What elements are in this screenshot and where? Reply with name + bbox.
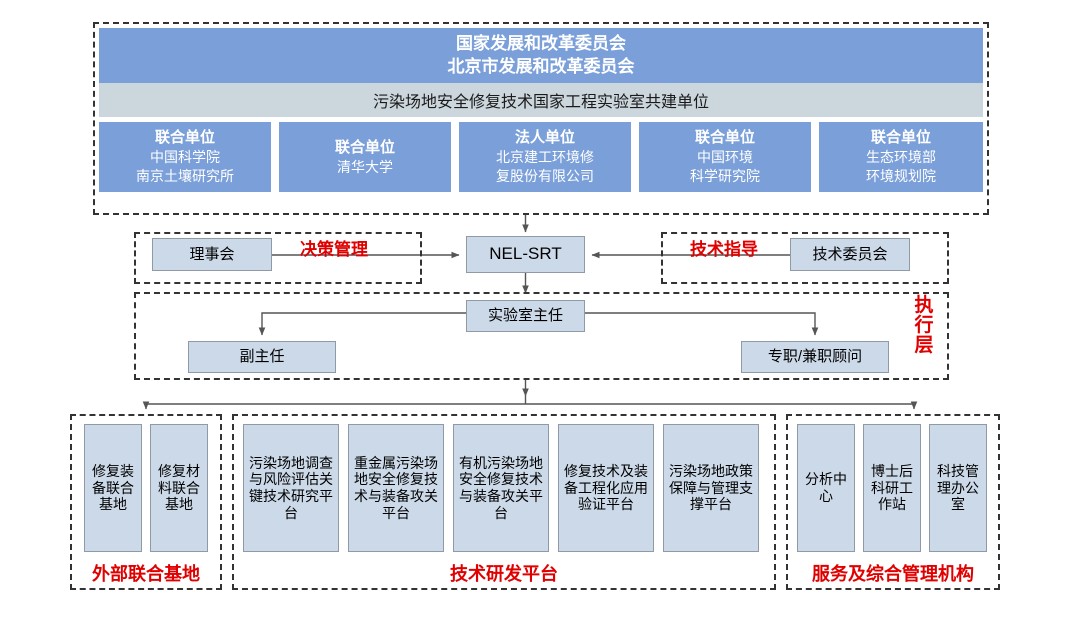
decision-management-label: 决策管理 [300,240,368,259]
partner-unit-4[interactable]: 联合单位 生态环境部 环境规划院 [819,122,983,192]
technical-committee-box[interactable]: 技术委员会 [790,238,910,271]
joint-construction-banner: 污染场地安全修复技术国家工程实验室共建单位 [99,83,983,117]
executive-layer-label-char-3: 层 [914,334,934,356]
national-authority-line-1: 国家发展和改革委员会 [456,33,626,53]
decision-management-container [134,232,422,284]
external-base-item-1[interactable]: 修复材料联合基地 [150,424,208,552]
tech-platform-item-4[interactable]: 污染场地政策保障与管理支撑平台 [663,424,759,552]
partner-unit-3[interactable]: 联合单位 中国环境 科学研究院 [639,122,811,192]
tech-platform-item-2[interactable]: 有机污染场地安全修复技术与装备攻关平台 [453,424,549,552]
technical-guidance-container [661,232,949,284]
partner-unit-1[interactable]: 联合单位 清华大学 [279,122,451,192]
external-joint-base-label: 外部联合基地 [92,564,200,584]
partner-unit-0-role: 联合单位 [154,129,215,147]
partner-unit-2[interactable]: 法人单位 北京建工环境修 复股份有限公司 [459,122,631,192]
service-item-1[interactable]: 博士后科研工作站 [863,424,921,552]
external-joint-base-group [70,414,222,590]
tech-platform-item-0[interactable]: 污染场地调查与风险评估关键技术研究平台 [243,424,339,552]
technical-guidance-label: 技术指导 [690,240,758,259]
external-base-item-0[interactable]: 修复装备联合基地 [84,424,142,552]
technology-rd-platform-group [232,414,776,590]
partner-unit-4-role: 联合单位 [870,129,931,147]
nel-srt-box[interactable]: NEL-SRT [466,236,585,273]
advisor-box[interactable]: 专职/兼职顾问 [741,341,889,373]
national-authority-line-2: 北京市发展和改革委员会 [447,56,635,76]
service-item-2[interactable]: 科技管理办公室 [929,424,987,552]
partner-unit-4-name-line-1: 生态环境部 [866,149,936,166]
partner-unit-2-name-line-2: 复股份有限公司 [496,167,594,184]
partner-unit-4-name-line-2: 环境规划院 [866,167,936,184]
executive-layer-label-char-2: 行 [914,314,934,336]
national-authority-banner: 国家发展和改革委员会 北京市发展和改革委员会 [99,28,983,83]
partner-unit-3-role: 联合单位 [694,129,755,147]
technology-rd-platform-label: 技术研发平台 [450,564,558,584]
partner-unit-0[interactable]: 联合单位 中国科学院 南京土壤研究所 [99,122,271,192]
executive-layer-label: 执 行 层 [911,296,937,356]
partner-unit-3-name-line-2: 科学研究院 [690,167,760,184]
laboratory-director-box[interactable]: 实验室主任 [466,300,585,332]
executive-layer-label-char-1: 执 [914,295,934,316]
partner-unit-2-role: 法人单位 [514,129,575,147]
board-of-directors-box[interactable]: 理事会 [152,238,272,271]
partner-unit-0-name-line-2: 南京土壤研究所 [136,167,234,184]
service-item-0[interactable]: 分析中心 [797,424,855,552]
executive-layer-container [134,292,949,380]
partner-unit-1-name-line-1: 清华大学 [337,158,393,175]
partner-unit-2-name-line-1: 北京建工环境修 [496,149,594,166]
service-management-label: 服务及综合管理机构 [812,564,974,584]
vice-director-box[interactable]: 副主任 [188,341,336,373]
partner-unit-0-name-line-1: 中国科学院 [150,149,220,166]
partner-unit-3-name-line-1: 中国环境 [697,149,753,166]
service-management-group [786,414,1000,590]
partner-unit-1-role: 联合单位 [334,138,395,156]
tech-platform-item-3[interactable]: 修复技术及装备工程化应用验证平台 [558,424,654,552]
tech-platform-item-1[interactable]: 重金属污染场地安全修复技术与装备攻关平台 [348,424,444,552]
supervising-bodies-container [93,22,989,215]
